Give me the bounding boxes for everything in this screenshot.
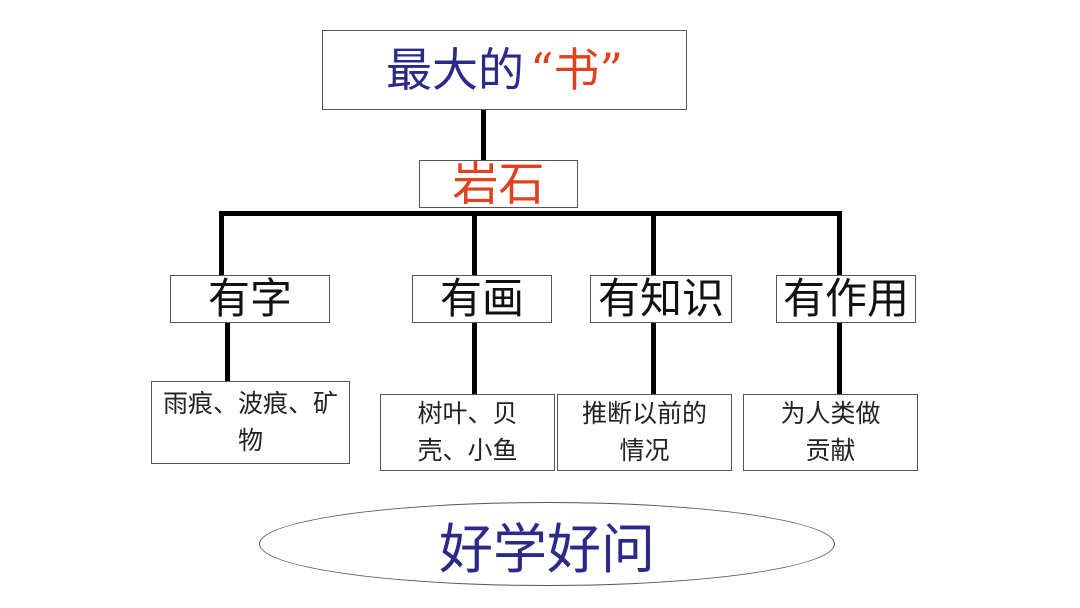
category-node-pictures: 有画 xyxy=(412,274,552,323)
connector-cat-1-to-detail xyxy=(225,323,230,381)
title-book-text: “书” xyxy=(529,42,624,97)
detail-node-writing: 雨痕、波痕、矿物 xyxy=(151,381,350,464)
connector-bar-to-cat-3 xyxy=(651,211,656,277)
title-box: 最大的“书” xyxy=(322,30,687,110)
connector-bar-to-cat-4 xyxy=(837,211,842,277)
root-node: 岩石 xyxy=(419,157,578,210)
connector-bar-to-cat-2 xyxy=(472,211,477,277)
conclusion-oval: 好学好问 xyxy=(259,502,835,586)
connector-cat-2-to-detail xyxy=(472,323,477,394)
category-node-knowledge: 有知识 xyxy=(590,274,732,323)
detail-node-pictures: 树叶、贝壳、小鱼 xyxy=(380,394,555,471)
category-node-usefulness: 有作用 xyxy=(776,274,916,323)
category-node-writing: 有字 xyxy=(170,274,330,323)
detail-node-usefulness: 为人类做贡献 xyxy=(743,394,918,471)
connector-cat-4-to-detail xyxy=(837,323,842,394)
title-main-text: 最大的 xyxy=(385,42,524,97)
connector-cat-3-to-detail xyxy=(651,323,656,394)
detail-node-knowledge: 推断以前的情况 xyxy=(557,394,732,471)
connector-horizontal-bar xyxy=(219,211,842,216)
connector-bar-to-cat-1 xyxy=(219,211,224,275)
connector-title-to-rock xyxy=(481,110,486,160)
